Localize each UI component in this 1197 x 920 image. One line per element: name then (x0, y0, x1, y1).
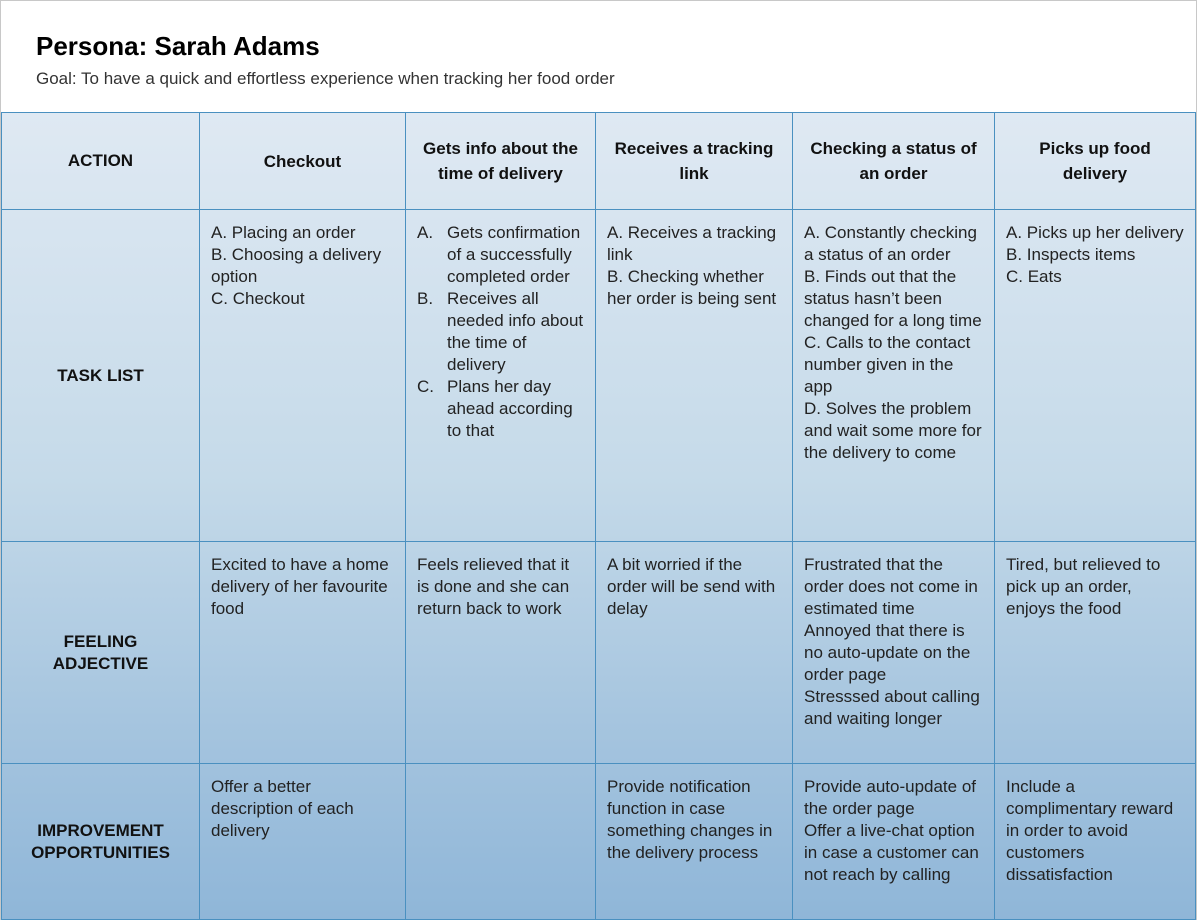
action-header-cell: Picks up food delivery (994, 112, 1196, 210)
improvement-text: Provide notification function in case so… (607, 777, 773, 862)
feeling-cell-checkout: Excited to have a home delivery of her f… (199, 541, 406, 764)
improvement-text: Include a complimentary reward in order … (1006, 777, 1174, 884)
task-item: C. Calls to the contact number given in … (804, 333, 971, 396)
improvement-cell-status: Provide auto-update of the order page Of… (792, 763, 995, 920)
task-cell-tracking: A. Receives a tracking link B. Checking … (595, 209, 793, 542)
improvement-cell-pickup: Include a complimentary reward in order … (994, 763, 1196, 920)
task-item-marker: A. (417, 223, 434, 242)
improvement-label-line: OPPORTUNITIES (31, 842, 170, 862)
feeling-cell-tracking: A bit worried if the order will be send … (595, 541, 793, 764)
feeling-row: FEELING ADJECTIVE Excited to have a home… (1, 541, 1196, 764)
improvement-text: Offer a live-chat option in case a custo… (804, 821, 979, 884)
improvement-text: Provide auto-update of the order page (804, 777, 977, 818)
feeling-label: FEELING ADJECTIVE (2, 631, 199, 675)
feeling-cell-pickup: Tired, but relieved to pick up an order,… (994, 541, 1196, 764)
task-cell-pickup: A. Picks up her delivery B. Inspects ite… (994, 209, 1196, 542)
task-item-text: Receives all needed info about the time … (447, 289, 584, 374)
action-header-time-info: Gets info about the time of delivery (423, 139, 578, 183)
persona-goal: Goal: To have a quick and effortless exp… (36, 69, 615, 88)
task-item: B. Inspects items (1006, 245, 1136, 264)
task-item: A. Picks up her delivery (1006, 223, 1184, 242)
task-item: B. Finds out that the status hasn’t been… (804, 267, 982, 330)
feeling-text: Feels relieved that it is done and she c… (417, 555, 570, 618)
action-header-status: Checking a status of an order (810, 139, 977, 183)
action-header-cell: Gets info about the time of delivery (405, 112, 596, 210)
improvement-text: Offer a better description of each deliv… (211, 777, 354, 840)
action-header-pickup: Picks up food delivery (1039, 139, 1151, 183)
task-item: C. Plans her day ahead according to that (417, 376, 585, 442)
persona-title: Persona: Sarah Adams (36, 31, 320, 61)
feeling-text: A bit worried if the order will be send … (607, 555, 776, 618)
feeling-cell-time-info: Feels relieved that it is done and she c… (405, 541, 596, 764)
task-item: B. Receives all needed info about the ti… (417, 288, 585, 376)
task-item: A. Gets confirmation of a successfully c… (417, 222, 585, 288)
feeling-text: Tired, but relieved to pick up an order,… (1006, 555, 1161, 618)
feeling-text: Annoyed that there is no auto-update on … (804, 621, 971, 684)
task-item-marker: B. (417, 289, 434, 308)
feeling-label-line: ADJECTIVE (52, 653, 149, 673)
action-header-cell: Checkout (199, 112, 406, 210)
task-item: B. Checking whether her order is being s… (607, 267, 777, 308)
action-header-tracking: Receives a tracking link (614, 139, 774, 183)
persona-header: Persona: Sarah Adams Goal: To have a qui… (36, 30, 615, 90)
improvement-cell-checkout: Offer a better description of each deliv… (199, 763, 406, 920)
improvement-label: IMPROVEMENT OPPORTUNITIES (2, 820, 199, 864)
action-row-label: ACTION (67, 151, 134, 170)
task-list-row: TASK LIST A. Placing an order B. Choosin… (1, 209, 1196, 542)
task-item: A. Receives a tracking link (607, 223, 777, 264)
feeling-label-cell: FEELING ADJECTIVE (1, 541, 200, 764)
feeling-label-line: FEELING (63, 631, 138, 651)
action-row-label-cell: ACTION (1, 112, 200, 210)
task-item: C. Checkout (211, 289, 305, 308)
journey-map-table: ACTION Checkout Gets info about the time… (1, 112, 1196, 920)
task-item: A. Constantly checking a status of an or… (804, 223, 977, 264)
improvement-cell-tracking: Provide notification function in case so… (595, 763, 793, 920)
task-item-text: Gets confirmation of a successfully comp… (447, 223, 581, 286)
task-cell-status: A. Constantly checking a status of an or… (792, 209, 995, 542)
task-item: C. Eats (1006, 267, 1062, 286)
improvement-row: IMPROVEMENT OPPORTUNITIES Offer a better… (1, 763, 1196, 920)
task-item-text: Plans her day ahead according to that (447, 377, 573, 440)
task-cell-time-info: A. Gets confirmation of a successfully c… (405, 209, 596, 542)
task-item: D. Solves the problem and wait some more… (804, 399, 982, 462)
feeling-text: Excited to have a home delivery of her f… (211, 555, 389, 618)
improvement-label-cell: IMPROVEMENT OPPORTUNITIES (1, 763, 200, 920)
action-header-cell: Receives a tracking link (595, 112, 793, 210)
feeling-text: Stresssed about calling and waiting long… (804, 687, 980, 728)
task-item: B. Choosing a delivery option (211, 245, 382, 286)
task-cell-checkout: A. Placing an order B. Choosing a delive… (199, 209, 406, 542)
task-item: A. Placing an order (211, 223, 356, 242)
task-item-marker: C. (417, 377, 434, 396)
feeling-text: Frustrated that the order does not come … (804, 555, 978, 618)
improvement-cell-time-info (405, 763, 596, 920)
action-header-cell: Checking a status of an order (792, 112, 995, 210)
task-list-label-cell: TASK LIST (1, 209, 200, 542)
feeling-cell-status: Frustrated that the order does not come … (792, 541, 995, 764)
task-list-label: TASK LIST (57, 365, 144, 385)
improvement-label-line: IMPROVEMENT (37, 820, 164, 840)
action-header-checkout: Checkout (263, 151, 342, 171)
action-row: ACTION Checkout Gets info about the time… (1, 112, 1196, 210)
